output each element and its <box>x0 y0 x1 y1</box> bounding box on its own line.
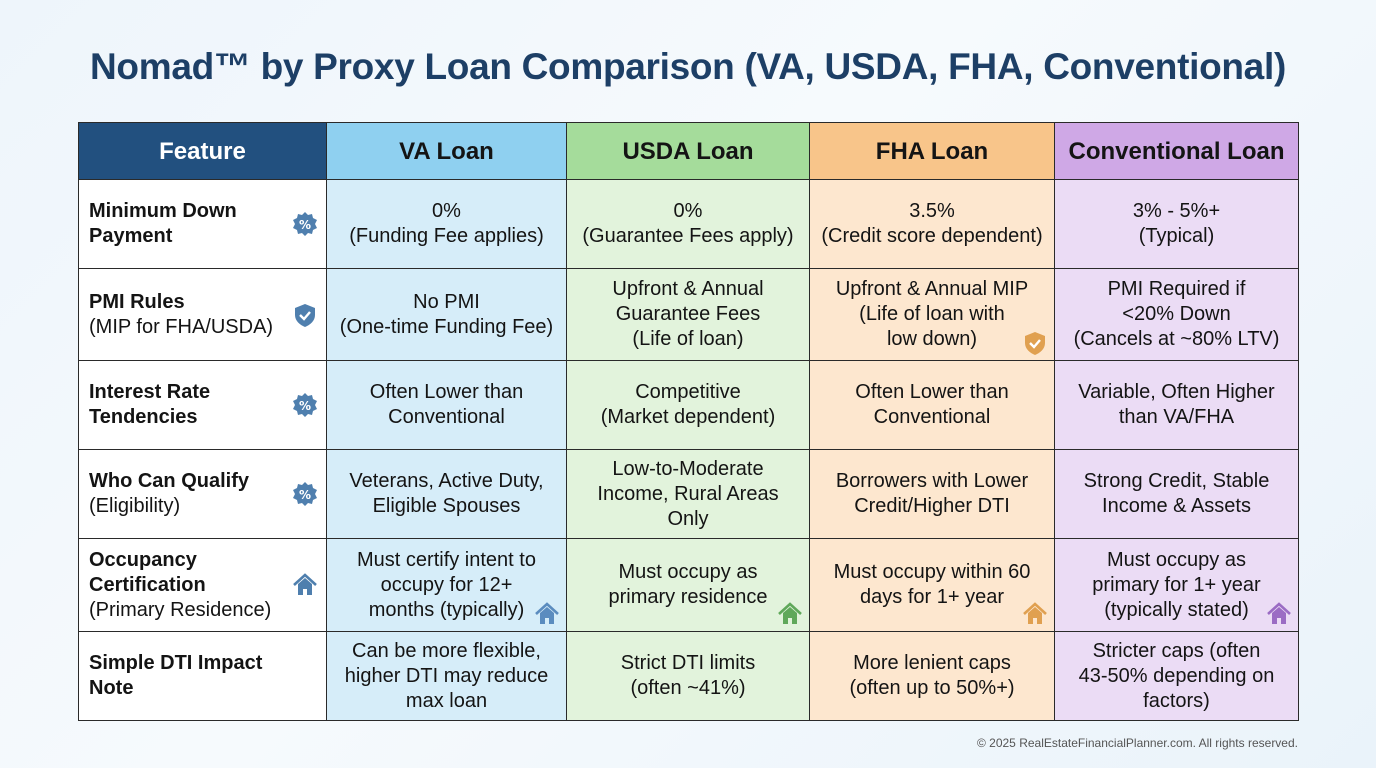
usda-cell: Low-to-Moderate Income, Rural Areas Only <box>566 449 810 539</box>
usda-cell: 0% (Guarantee Fees apply) <box>566 179 810 269</box>
percent-badge-icon: % <box>292 211 318 237</box>
usda-cell: Competitive (Market dependent) <box>566 360 810 450</box>
va-cell: Can be more flexible, higher DTI may red… <box>326 631 567 721</box>
conventional-value: Stricter caps (often 43-50% depending on… <box>1078 639 1275 712</box>
conventional-cell: Strong Credit, Stable Income & Assets <box>1054 449 1299 539</box>
va-cell: Often Lower than Conventional <box>326 360 567 450</box>
feature-cell: PMI Rules (MIP for FHA/USDA) <box>78 268 327 361</box>
va-cell: Veterans, Active Duty, Eligible Spouses <box>326 449 567 539</box>
header-conventional: Conventional Loan <box>1054 122 1299 180</box>
header-usda: USDA Loan <box>566 122 810 180</box>
feature-cell: Interest Rate Tendencies % <box>78 360 327 450</box>
header-va: VA Loan <box>326 122 567 180</box>
fha-value: Often Lower than Conventional <box>855 381 1009 428</box>
feature-label: PMI Rules <box>89 290 185 313</box>
conventional-cell: Must occupy as primary for 1+ year (typi… <box>1054 538 1299 632</box>
table-row: Interest Rate Tendencies % Often Lower th… <box>78 360 1299 450</box>
svg-text:%: % <box>299 218 311 232</box>
usda-value: 0% (Guarantee Fees apply) <box>582 200 794 247</box>
feature-cell: Simple DTI Impact Note <box>78 631 327 721</box>
fha-cell: Must occupy within 60 days for 1+ year <box>809 538 1055 632</box>
va-value: No PMI (One-time Funding Fee) <box>339 290 554 338</box>
va-value: Veterans, Active Duty, Eligible Spouses <box>349 470 544 517</box>
fha-cell: Borrowers with Lower Credit/Higher DTI <box>809 449 1055 539</box>
shield-check-icon <box>292 302 318 328</box>
conventional-value: Must occupy as primary for 1+ year (typi… <box>1092 548 1261 621</box>
conventional-value: PMI Required if <20% Down (Cancels at ~8… <box>1073 278 1280 350</box>
svg-text:%: % <box>299 399 311 413</box>
fha-cell: Often Lower than Conventional <box>809 360 1055 450</box>
va-value: Can be more flexible, higher DTI may red… <box>344 639 549 712</box>
va-value: 0% (Funding Fee applies) <box>349 200 544 247</box>
usda-cell: Upfront & Annual Guarantee Fees (Life of… <box>566 268 810 361</box>
house-icon <box>292 572 318 598</box>
feature-sublabel: (Primary Residence) <box>89 598 272 621</box>
conventional-value: 3% - 5%+ (Typical) <box>1132 200 1221 247</box>
usda-value: Strict DTI limits (often ~41%) <box>620 652 756 699</box>
shield-check-icon <box>1022 330 1048 356</box>
feature-label: Minimum Down Payment <box>89 200 237 247</box>
house-icon <box>1266 601 1292 627</box>
fha-value: 3.5% (Credit score dependent) <box>821 200 1043 247</box>
va-value: Often Lower than Conventional <box>369 381 524 428</box>
header-fha: FHA Loan <box>809 122 1055 180</box>
house-icon <box>1022 601 1048 627</box>
table-row: Who Can Qualify (Eligibility) % Veterans,… <box>78 449 1299 539</box>
feature-label: Interest Rate Tendencies <box>89 381 211 428</box>
fha-cell: Upfront & Annual MIP (Life of loan with … <box>809 268 1055 361</box>
fha-cell: More lenient caps (often up to 50%+) <box>809 631 1055 721</box>
house-icon <box>777 601 803 627</box>
feature-cell: Occupancy Certification (Primary Residen… <box>78 538 327 632</box>
header-feature: Feature <box>78 122 327 180</box>
va-cell: 0% (Funding Fee applies) <box>326 179 567 269</box>
usda-value: Must occupy as primary residence <box>608 561 768 608</box>
feature-label: Who Can Qualify <box>89 470 249 492</box>
fha-value: Borrowers with Lower Credit/Higher DTI <box>835 470 1029 517</box>
feature-sublabel: (Eligibility) <box>89 495 181 517</box>
usda-value: Competitive (Market dependent) <box>600 381 776 428</box>
va-value: Must certify intent to occupy for 12+ mo… <box>357 548 536 621</box>
copyright-footer: © 2025 RealEstateFinancialPlanner.com. A… <box>976 736 1298 750</box>
fha-value: Upfront & Annual MIP (Life of loan with … <box>835 278 1029 350</box>
va-cell: No PMI (One-time Funding Fee) <box>326 268 567 361</box>
page-title: Nomad™ by Proxy Loan Comparison (VA, USD… <box>90 46 1286 87</box>
feature-label: Simple DTI Impact Note <box>89 652 263 699</box>
fha-cell: 3.5% (Credit score dependent) <box>809 179 1055 269</box>
svg-text:%: % <box>299 488 311 502</box>
table-row: Simple DTI Impact Note Can be more flexi… <box>78 631 1299 721</box>
feature-label: Occupancy Certification <box>89 548 206 596</box>
conventional-cell: Stricter caps (often 43-50% depending on… <box>1054 631 1299 721</box>
table-row: PMI Rules (MIP for FHA/USDA) No PMI (One… <box>78 268 1299 361</box>
table-row: Occupancy Certification (Primary Residen… <box>78 538 1299 632</box>
conventional-cell: 3% - 5%+ (Typical) <box>1054 179 1299 269</box>
fha-value: More lenient caps (often up to 50%+) <box>849 652 1015 699</box>
conventional-cell: Variable, Often Higher than VA/FHA <box>1054 360 1299 450</box>
conventional-cell: PMI Required if <20% Down (Cancels at ~8… <box>1054 268 1299 361</box>
fha-value: Must occupy within 60 days for 1+ year <box>833 561 1031 608</box>
conventional-value: Variable, Often Higher than VA/FHA <box>1078 381 1275 428</box>
house-icon <box>534 601 560 627</box>
feature-cell: Minimum Down Payment % <box>78 179 327 269</box>
usda-value: Upfront & Annual Guarantee Fees (Life of… <box>612 278 764 350</box>
header-row: Feature VA Loan USDA Loan FHA Loan Conve… <box>78 122 1299 180</box>
percent-badge-icon: % <box>292 392 318 418</box>
usda-cell: Must occupy as primary residence <box>566 538 810 632</box>
percent-badge-icon: % <box>292 481 318 507</box>
va-cell: Must certify intent to occupy for 12+ mo… <box>326 538 567 632</box>
table-row: Minimum Down Payment % 0% (Funding Fee ap… <box>78 179 1299 269</box>
feature-cell: Who Can Qualify (Eligibility) % <box>78 449 327 539</box>
loan-comparison-table: Feature VA Loan USDA Loan FHA Loan Conve… <box>78 122 1299 721</box>
usda-cell: Strict DTI limits (often ~41%) <box>566 631 810 721</box>
feature-sublabel: (MIP for FHA/USDA) <box>89 315 274 338</box>
conventional-value: Strong Credit, Stable Income & Assets <box>1083 470 1270 517</box>
usda-value: Low-to-Moderate Income, Rural Areas Only <box>597 457 779 530</box>
